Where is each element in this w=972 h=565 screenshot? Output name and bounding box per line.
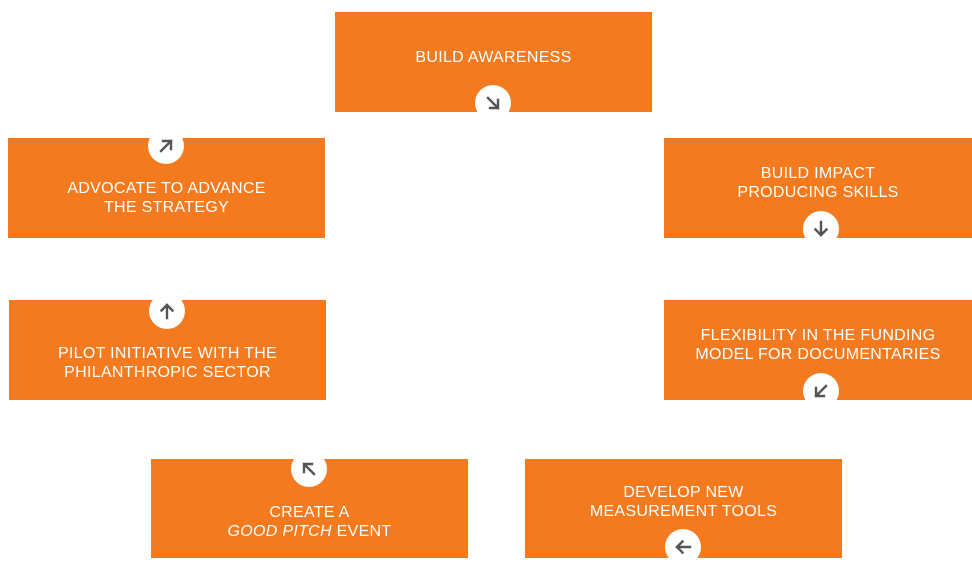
step-pilot-initiative: PILOT INITIATIVE WITH THE PHILANTHROPIC … xyxy=(9,293,326,400)
step-label: PILOT INITIATIVE WITH THE PHILANTHROPIC … xyxy=(57,345,278,381)
step-label: FLEXIBILITY IN THE FUNDING MODEL FOR DOC… xyxy=(695,327,941,363)
step-create-good-pitch-event: CREATE A GOOD PITCH EVENT xyxy=(151,451,468,558)
arrow-left-icon xyxy=(665,529,701,565)
arrow-up-right-icon xyxy=(148,128,184,164)
arrow-down-left-icon xyxy=(803,373,839,409)
step-label: BUILD AWARENESS xyxy=(415,48,572,66)
step-label: CREATE A GOOD PITCH EVENT xyxy=(227,503,392,540)
arrow-up-icon xyxy=(149,293,185,329)
step-label: BUILD IMPACT PRODUCING SKILLS xyxy=(737,165,899,201)
step-label: DEVELOP NEW MEASUREMENT TOOLS xyxy=(589,483,778,520)
step-advocate-strategy: ADVOCATE TO ADVANCE THE STRATEGY xyxy=(8,128,325,238)
arrow-down-icon xyxy=(803,211,839,247)
arrow-down-right-icon xyxy=(475,85,511,121)
step-label: ADVOCATE TO ADVANCE THE STRATEGY xyxy=(67,180,266,216)
step-build-impact-producing-skills: BUILD IMPACT PRODUCING SKILLS xyxy=(664,138,972,247)
step-build-awareness: BUILD AWARENESS xyxy=(335,12,652,121)
step-flexibility-funding-model: FLEXIBILITY IN THE FUNDING MODEL FOR DOC… xyxy=(664,300,972,409)
arrow-up-left-icon xyxy=(291,451,327,487)
good-pitch-italic: GOOD PITCH xyxy=(227,522,332,540)
step-develop-measurement-tools: DEVELOP NEW MEASUREMENT TOOLS xyxy=(525,459,842,565)
